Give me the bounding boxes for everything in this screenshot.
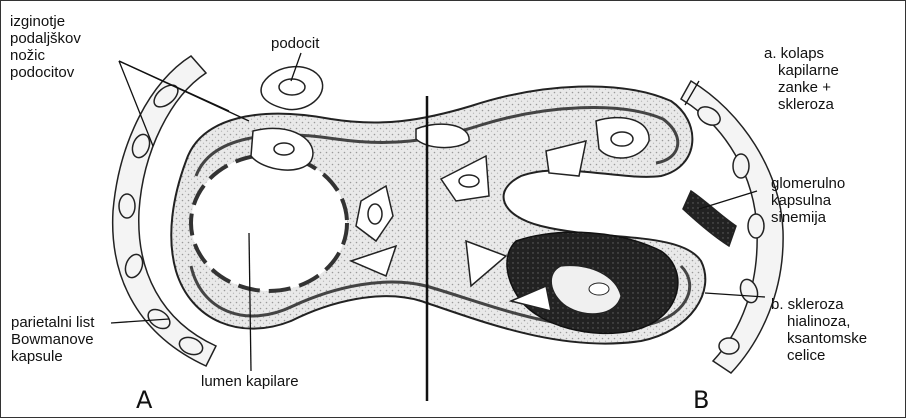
label-line: kapilarne bbox=[764, 62, 839, 79]
label-synechia: glomerulno kapsulna sinemija bbox=[771, 175, 845, 226]
label-line: nožic bbox=[10, 47, 81, 64]
label-line: hialinoza, bbox=[771, 313, 867, 330]
label-line: sinemija bbox=[771, 209, 845, 226]
panel-letter-a: A bbox=[136, 386, 152, 414]
label-line: parietalni list bbox=[11, 314, 94, 331]
label-line: b. skleroza bbox=[771, 296, 867, 313]
label-line: podaljškov bbox=[10, 30, 81, 47]
label-lost-foot-processes: izginotje podaljškov nožic podocitov bbox=[10, 13, 81, 81]
bowman-capsule-right bbox=[681, 81, 783, 373]
label-line: zanke + bbox=[764, 79, 839, 96]
label-line: kapsule bbox=[11, 348, 94, 365]
label-line: a. kolaps bbox=[764, 45, 839, 62]
label-line: Bowmanove bbox=[11, 331, 94, 348]
label-line: izginotje bbox=[10, 13, 81, 30]
label-collapse-sclerosis: a. kolaps kapilarne zanke + skleroza bbox=[764, 45, 839, 113]
label-sclerosis-hyalinosis: b. skleroza hialinoza, ksantomske celice bbox=[771, 296, 867, 364]
label-parietal-layer: parietalni list Bowmanove kapsule bbox=[11, 314, 94, 365]
label-podocyte: podocit bbox=[271, 35, 319, 52]
label-line: ksantomske bbox=[771, 330, 867, 347]
label-line: podocitov bbox=[10, 64, 81, 81]
label-line: glomerulno bbox=[771, 175, 845, 192]
label-capillary-lumen: lumen kapilare bbox=[201, 373, 299, 390]
label-line: celice bbox=[771, 347, 867, 364]
label-line: kapsulna bbox=[771, 192, 845, 209]
label-line: skleroza bbox=[764, 96, 839, 113]
panel-letter-b: B bbox=[693, 386, 709, 414]
